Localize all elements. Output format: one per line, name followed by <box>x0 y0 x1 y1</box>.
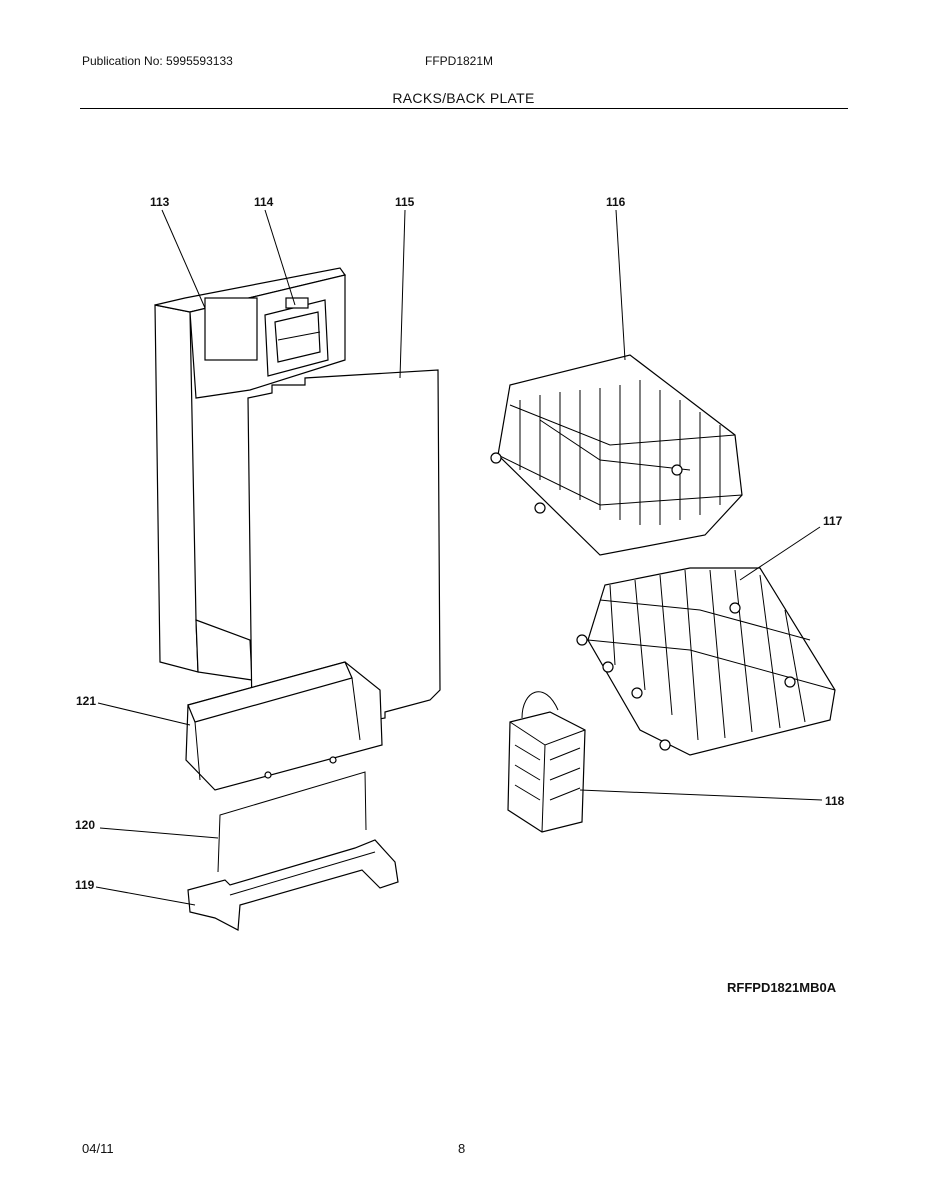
callout-120: 120 <box>75 818 95 832</box>
leader-lines <box>95 209 823 906</box>
part-114-bracket <box>264 297 329 377</box>
callout-114: 114 <box>254 195 274 209</box>
callout-116: 116 <box>606 195 626 209</box>
header-rule <box>80 108 848 109</box>
section-title: RACKS/BACK PLATE <box>392 90 535 106</box>
page-number: 8 <box>458 1141 466 1156</box>
callout-119: 119 <box>75 878 95 892</box>
callout-121: 121 <box>76 694 96 708</box>
part-120-rod <box>217 771 367 873</box>
drawing-id: RFFPD1821MB0A <box>727 980 837 995</box>
model-number: FFPD1821M <box>425 54 494 68</box>
part-118-cutlery-basket <box>507 691 586 833</box>
part-116-upper-rack <box>490 354 743 556</box>
callout-118: 118 <box>825 794 845 808</box>
publication-number: Publication No: 5995593133 <box>82 54 233 68</box>
callout-117: 117 <box>823 514 843 528</box>
callout-113: 113 <box>150 195 170 209</box>
part-117-lower-rack <box>576 567 836 756</box>
part-121-lower-bracket <box>185 661 383 791</box>
part-119-hinge-bracket <box>187 839 399 931</box>
footer-date: 04/11 <box>82 1141 114 1156</box>
callout-115: 115 <box>395 195 415 209</box>
